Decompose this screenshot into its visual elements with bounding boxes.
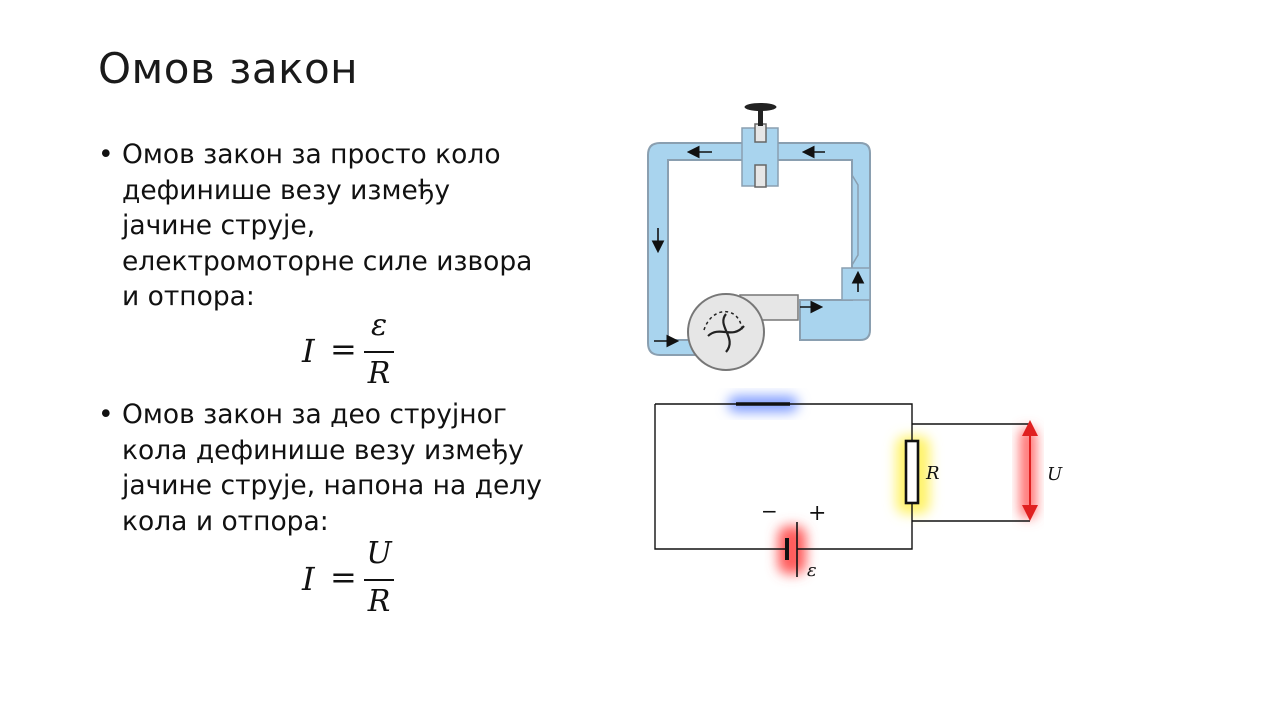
bullet-marker: •	[98, 139, 114, 170]
emf-label: ε	[807, 560, 817, 581]
flow-arrows	[651, 145, 865, 348]
bullet-line: Омов закон за део струјног	[122, 399, 507, 430]
formula-equals: =	[330, 330, 357, 368]
bullet-line: кола дефинише везу између	[122, 434, 524, 466]
valve-icon	[741, 103, 779, 188]
bullet-line: јачине струје,	[122, 210, 316, 241]
bullet-line: Омов закон за просто коло	[122, 139, 501, 170]
bullet-line: електромоторне силе извора	[122, 245, 533, 277]
bullet-line: кола и отпора:	[122, 505, 329, 537]
bullet-line: дефинише везу између	[122, 174, 451, 206]
bullet-marker: •	[98, 399, 114, 430]
resistor-icon	[904, 439, 920, 505]
battery-icon	[785, 522, 798, 577]
slide-title: Омов закон	[98, 44, 359, 93]
battery-highlight	[778, 526, 806, 574]
bullet-text: Омов закон за просто коло дефинише везу …	[122, 137, 602, 315]
formula-lhs: I	[302, 332, 315, 370]
bullet-line: и отпора:	[122, 281, 255, 312]
formula-numerator: ε	[370, 308, 388, 343]
plus-sign: +	[808, 501, 826, 526]
bullet-text: Омов закон за део струјног кола дефинише…	[122, 397, 602, 539]
formula-lhs: I	[302, 560, 315, 598]
minus-sign: −	[761, 499, 778, 523]
voltage-label: U	[1047, 464, 1063, 485]
formula-numerator: U	[366, 536, 392, 571]
formula-denominator: R	[367, 584, 391, 619]
bullet-line: јачине струје, напона на делу	[122, 470, 542, 501]
resistor-label: R	[925, 463, 940, 484]
fraction-bar	[364, 351, 394, 353]
voltage-highlight	[1020, 428, 1036, 518]
formula-equals: =	[330, 558, 357, 596]
circuit-wires	[654, 403, 1030, 550]
pump-icon	[687, 293, 799, 371]
formula-denominator: R	[367, 356, 391, 391]
fraction-bar	[364, 579, 394, 581]
